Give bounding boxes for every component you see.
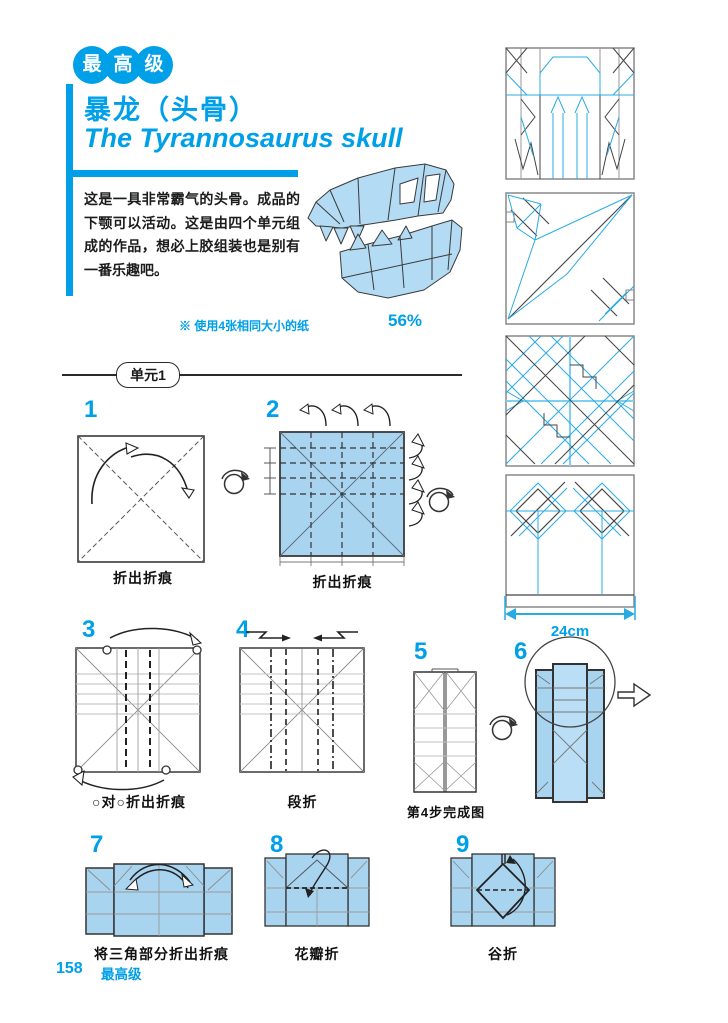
unit-divider: [62, 374, 462, 376]
step-number-9: 9: [456, 831, 470, 858]
step-diagram-6: [524, 636, 652, 803]
step-number-7: 7: [90, 831, 104, 858]
dimension-arrow: [504, 596, 636, 620]
step-number-4: 4: [236, 616, 250, 643]
step-diagram-8: [264, 849, 370, 927]
step-diagram-2: [264, 403, 425, 566]
crease-pattern-3: [505, 335, 635, 467]
title-rule-vertical: [66, 84, 73, 296]
step-number-3: 3: [82, 616, 96, 643]
step-caption-3: ○对○折出折痕: [92, 794, 186, 810]
crease-pattern-4: [505, 474, 635, 608]
step-number-6: 6: [514, 638, 528, 665]
step-caption-9: 谷折: [488, 946, 518, 962]
crease-pattern-2: [505, 192, 635, 325]
step-caption-5: 第4步完成图: [406, 805, 486, 820]
level-badge: 最 高 级: [73, 46, 173, 84]
page-title-en: The Tyrannosaurus skull: [84, 123, 403, 153]
step-diagram-3: [72, 627, 203, 791]
step-caption-1: 折出折痕: [113, 570, 173, 586]
step-diagram-7: [85, 863, 233, 937]
badge-char-3: 级: [135, 46, 173, 84]
page-number: 158: [56, 960, 83, 977]
page-title-cn: 暴龙（头骨）: [84, 95, 258, 125]
step-caption-8: 花瓣折: [294, 946, 340, 962]
step-caption-2: 折出折痕: [312, 574, 373, 590]
scale-label: 56%: [388, 311, 423, 330]
rotate-icon: [489, 715, 518, 741]
rotate-icon: [426, 487, 455, 513]
step-diagram-9: [450, 853, 556, 927]
step-caption-4: 段折: [287, 794, 318, 810]
crease-pattern-1: [505, 47, 635, 180]
step-number-8: 8: [270, 831, 284, 858]
step-number-5: 5: [414, 638, 428, 665]
badge-char-2: 高: [104, 46, 142, 84]
footer-level-label: 最高级: [101, 967, 142, 982]
step-diagram-4: [239, 631, 365, 773]
step-diagram-1: [77, 435, 205, 563]
step-number-2: 2: [266, 396, 280, 423]
magnifier-circle-icon: [524, 636, 616, 728]
paper-note: ※ 使用4张相同大小的纸: [179, 319, 310, 333]
description-text: 这是一具非常霸气的头骨。成品的下颚可以活动。这是由四个单元组成的作品，想必上胶组…: [84, 191, 300, 278]
unit-label: 单元1: [116, 362, 180, 388]
rotate-icon: [221, 469, 250, 495]
dimension-label: 24cm: [550, 623, 590, 640]
hollow-arrow-icon: [617, 682, 652, 708]
step-caption-7: 将三角部分折出折痕: [94, 946, 229, 962]
skull-illustration: [307, 163, 463, 299]
title-rule-horizontal: [66, 170, 298, 177]
step-number-1: 1: [84, 396, 98, 423]
step-diagram-5: [413, 668, 477, 793]
